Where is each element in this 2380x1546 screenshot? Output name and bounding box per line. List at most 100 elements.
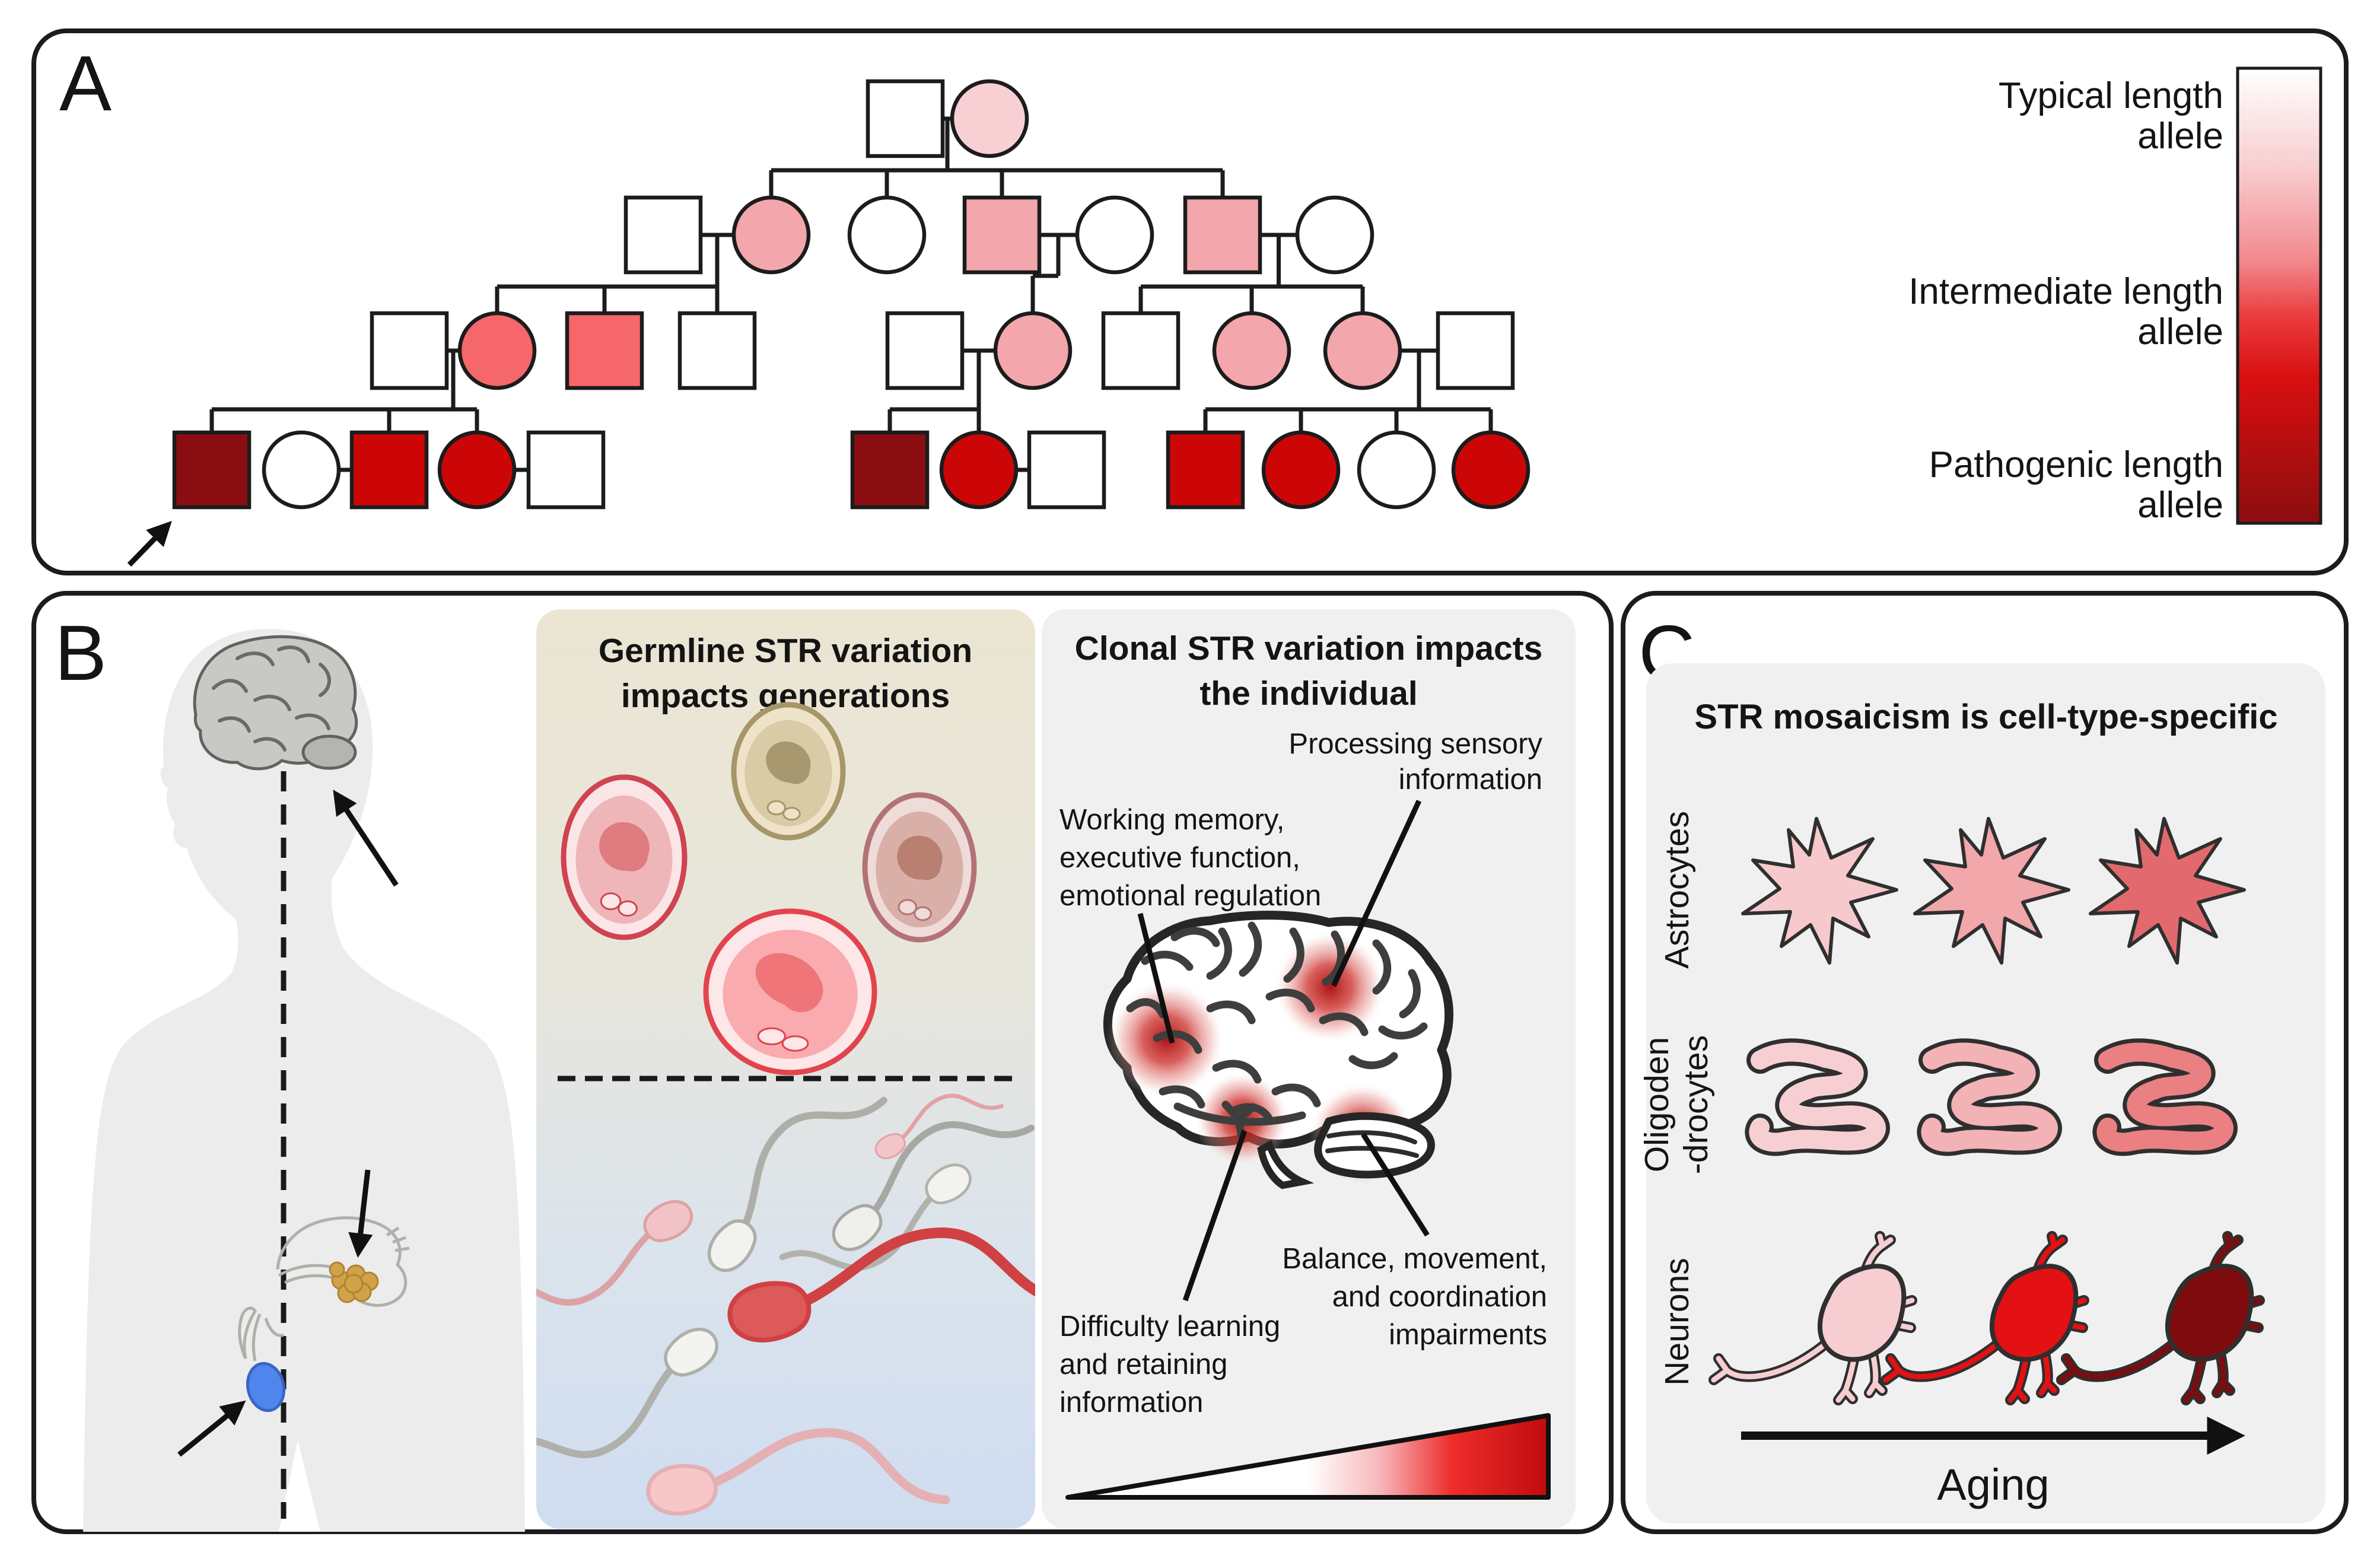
pedigree-individual-II-6 [1183,195,1262,275]
legend-pathogenic-line1: Pathogenic length [1929,444,2223,485]
egg-cell-left [561,774,688,940]
egg-cell-typical [731,702,846,841]
pedigree-individual-IV-11 [1357,430,1436,510]
pedigree-individual-III-7 [1101,311,1181,390]
clonal-title-line1: Clonal STR variation impacts [1075,629,1543,667]
label-learning-line2: and retaining [1059,1348,1227,1380]
pedigree-individual-II-1 [623,195,703,275]
sperm-cell [707,1096,887,1273]
egg-cell-right [862,792,977,943]
leader-sensory [1331,800,1422,987]
leader-balance [1361,1133,1430,1237]
pedigree-individual-I-1 [866,79,945,158]
brain-hotspot-illustration [1103,911,1454,1189]
panel-a: A Typical length allele Intermediate len… [31,28,2349,575]
clonal-subpanel: Clonal STR variation impacts the individ… [1042,609,1576,1529]
pedigree-individual-III-2 [457,311,537,390]
label-memory-line3: emotional regulation [1059,880,1321,912]
label-sensory-line1: Processing sensory [1288,728,1542,760]
brain-sulci [1126,921,1428,1138]
legend-intermediate-line2: allele [2137,311,2223,352]
label-balance-line3: impairments [1389,1319,1547,1351]
pedigree-individual-II-3 [847,195,927,275]
clonal-title-line2: the individual [1199,675,1417,712]
egg-cells-group [561,702,977,1076]
pedigree-individual-III-5 [885,311,965,390]
aging-label: Aging [1937,1460,2049,1509]
descent-line [209,351,479,432]
leg-gap [278,1440,322,1532]
panel-c-title: STR mosaicism is cell-type-specific [1694,698,2277,736]
brain-pointer-arrow [333,790,399,887]
pedigree-individual-III-10 [1436,311,1515,390]
label-learning-line1: Difficulty learning [1059,1310,1280,1343]
leader-learning [1182,1130,1248,1302]
label-balance-line2: and coordination [1332,1281,1547,1313]
descent-line [1030,235,1061,313]
row-label-neurons: Neurons [1658,1258,1696,1385]
sperm-cell [832,1121,1035,1251]
descent-line [887,351,981,432]
pedigree-individual-II-2 [731,195,811,275]
pedigree-individual-II-7 [1295,195,1374,275]
panel-b-letter: B [55,609,107,696]
panel-a-letter: A [59,40,112,127]
pedigree-individual-I-2 [950,79,1029,158]
pedigree-individual-III-6 [993,311,1073,390]
label-memory-line2: executive function, [1059,842,1300,874]
brainstem-outline [1257,1140,1315,1189]
pedigree-individual-III-3 [565,311,644,390]
legend-gradient-bar [2236,66,2322,525]
pedigree-individual-II-5 [1075,195,1154,275]
hotspot-parietal [1274,931,1386,1044]
descent-line [1203,351,1493,432]
descent-line [495,235,720,313]
row-label-oligodendrocytes-line2: -drocytes [1677,1035,1715,1174]
descent-line [769,119,1225,198]
panel-c: C STR mosaicism is cell-type-specific As… [1621,591,2349,1534]
pedigree-individual-II-4 [962,195,1042,275]
body-silhouette [83,629,525,1532]
sperm-cell [779,1163,972,1271]
panel-b: B [31,591,1614,1534]
leader-memory [1137,912,1175,1044]
ovary-pointer-arrow [348,1169,373,1258]
severity-gradient-wedge [1065,1413,1551,1500]
pedigree-individual-IV-12 [1451,430,1531,510]
panel-a-box [31,28,2349,575]
germline-title-line1: Germline STR variation [599,632,972,670]
pedigree-individual-IV-10 [1261,430,1341,510]
human-silhouette-group [83,629,525,1532]
pedigree-individual-IV-6 [850,430,930,510]
pedigree-individual-IV-9 [1166,430,1245,510]
label-memory-line1: Working memory, [1059,804,1284,836]
pedigree-individual-III-8 [1212,311,1291,390]
sperm-cell [536,1327,719,1459]
label-learning-line3: information [1059,1386,1203,1418]
pedigree-individual-III-9 [1323,311,1402,390]
sperm-cell [874,1093,1004,1159]
sperm-cell [536,1200,693,1306]
pedigree-individual-IV-2 [262,430,341,510]
testis-pointer-arrow [177,1400,246,1457]
legend-intermediate-line1: Intermediate length [1908,271,2223,312]
legend-typical-line1: Typical length [1999,75,2223,116]
ovary-illustration [276,1216,410,1307]
cerebellum-outline [1314,1112,1435,1179]
hotspot-frontal [1107,980,1226,1099]
descent-line [1138,235,1365,313]
germline-subpanel: Germline STR variation impacts generatio… [536,609,1035,1529]
pedigree-individual-IV-4 [437,430,517,510]
pedigree-individual-III-1 [370,311,449,390]
pedigree-individual-IV-1 [172,430,252,510]
pedigree-individual-IV-5 [526,430,606,510]
proband-arrow [127,521,172,567]
sperm-cell [727,1227,1035,1343]
legend-pathogenic-line2: allele [2137,485,2223,526]
egg-cell-center [703,908,877,1076]
allele-length-legend: Typical length allele Intermediate lengt… [1908,66,2322,526]
legend-typical-line2: allele [2137,116,2223,157]
sperm-cell [646,1428,950,1516]
